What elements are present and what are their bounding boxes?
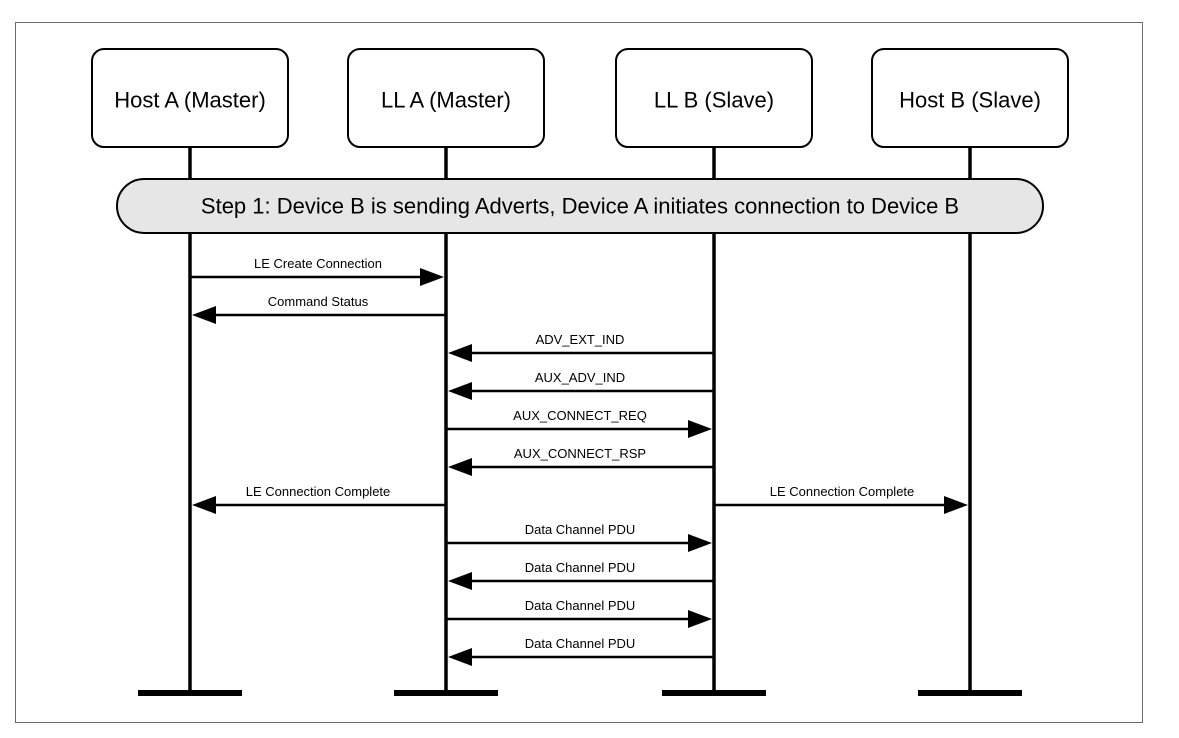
message-label: ADV_EXT_IND [536,332,625,347]
message-5: AUX_CONNECT_REQ [446,408,712,438]
message-arrowhead [192,306,216,324]
message-label: LE Connection Complete [246,484,391,499]
participant-box [615,48,813,148]
message-arrowhead [688,610,712,628]
message-label: LE Create Connection [254,256,382,271]
message-arrowhead [420,268,444,286]
message-label: AUX_CONNECT_RSP [514,446,646,461]
message-label: Data Channel PDU [525,522,636,537]
message-label: Data Channel PDU [525,636,636,651]
step-banner: Step 1: Device B is sending Adverts, Dev… [116,178,1044,234]
message-label: LE Connection Complete [770,484,915,499]
message-label: Data Channel PDU [525,560,636,575]
message-10: Data Channel PDU [448,560,714,590]
message-arrowhead [448,382,472,400]
message-4: AUX_ADV_IND [448,370,714,400]
message-12: Data Channel PDU [448,636,714,666]
step-banner-background [116,178,1044,234]
lifelines [138,147,1022,696]
message-label: Data Channel PDU [525,598,636,613]
participant-box [91,48,289,148]
message-arrowhead [448,648,472,666]
message-label: AUX_CONNECT_REQ [513,408,647,423]
participant-label: LL A (Master) [381,88,511,113]
message-arrowhead [448,458,472,476]
message-3: ADV_EXT_IND [448,332,714,362]
message-label: Command Status [268,294,369,309]
message-6: AUX_CONNECT_RSP [448,446,714,476]
participant-boxes: Host A (Master) LL A (Master) LL B (Slave)… [91,48,1069,148]
participant-box [871,48,1069,148]
message-7: LE Connection Complete [192,484,446,514]
message-arrowhead [688,534,712,552]
participant-label: Host B (Slave) [899,88,1041,113]
message-2: Command Status [192,294,446,324]
message-label: AUX_ADV_IND [535,370,625,385]
step-banner-label: Step 1: Device B is sending Adverts, Dev… [201,194,959,219]
message-arrowhead [944,496,968,514]
message-arrowhead [448,344,472,362]
message-8: LE Connection Complete [714,484,968,514]
message-1: LE Create Connection [190,256,444,286]
message-11: Data Channel PDU [446,598,712,628]
message-arrowhead [192,496,216,514]
participant-ll-b: LL B (Slave) [615,48,813,148]
message-9: Data Channel PDU [446,522,712,552]
participant-label: Host A (Master) [114,88,266,113]
participant-host-a: Host A (Master) [91,48,289,148]
message-arrowhead [448,572,472,590]
participant-box [347,48,545,148]
participant-label: LL B (Slave) [654,88,774,113]
participant-host-b: Host B (Slave) [871,48,1069,148]
diagram-frame [15,22,1143,723]
message-arrowhead [688,420,712,438]
participant-ll-a: LL A (Master) [347,48,545,148]
